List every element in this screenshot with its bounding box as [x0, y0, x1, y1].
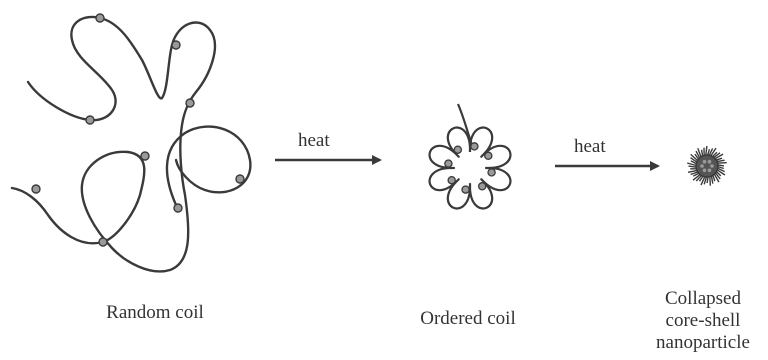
- bead: [477, 182, 487, 191]
- arrow-label-heat-2: heat: [574, 136, 606, 157]
- ordered-coil: [428, 103, 512, 210]
- bead: [707, 168, 712, 173]
- random-coil: [10, 13, 252, 273]
- bead: [235, 174, 245, 184]
- bead: [702, 168, 707, 173]
- collapsed-nanoparticle: [687, 145, 727, 186]
- nanoparticle-shell: [687, 145, 727, 186]
- bead: [31, 184, 41, 194]
- bead: [707, 159, 712, 164]
- bead: [453, 145, 463, 154]
- bead: [700, 164, 704, 168]
- bead: [444, 159, 453, 168]
- bead: [470, 142, 479, 151]
- random-coil-chain: [10, 15, 217, 273]
- bead: [173, 203, 183, 213]
- bead: [171, 40, 181, 50]
- caption-line: nanoparticle: [656, 332, 750, 353]
- bead: [85, 115, 95, 125]
- bead: [702, 159, 707, 164]
- caption-ordered-coil: Ordered coil: [420, 308, 516, 329]
- bead: [447, 175, 456, 185]
- nanoparticle-core: [695, 154, 719, 178]
- caption-line: Collapsed: [665, 288, 741, 309]
- bead: [95, 13, 105, 23]
- bead: [98, 237, 108, 247]
- caption-collapsed-nanoparticle: Collapsed core-shell nanoparticle: [638, 288, 768, 354]
- caption-random-coil: Random coil: [106, 302, 204, 323]
- arrow-label-heat-1: heat: [298, 130, 330, 151]
- ordered-coil-chain: [428, 126, 512, 210]
- caption-line: core-shell: [665, 310, 741, 331]
- bead: [484, 151, 493, 161]
- bead: [461, 185, 470, 194]
- bead: [487, 168, 496, 177]
- ordered-coil-tail: [456, 103, 474, 147]
- bead: [185, 98, 195, 108]
- bead: [140, 151, 150, 161]
- random-coil-right-loop: [165, 125, 252, 207]
- bead: [710, 164, 714, 168]
